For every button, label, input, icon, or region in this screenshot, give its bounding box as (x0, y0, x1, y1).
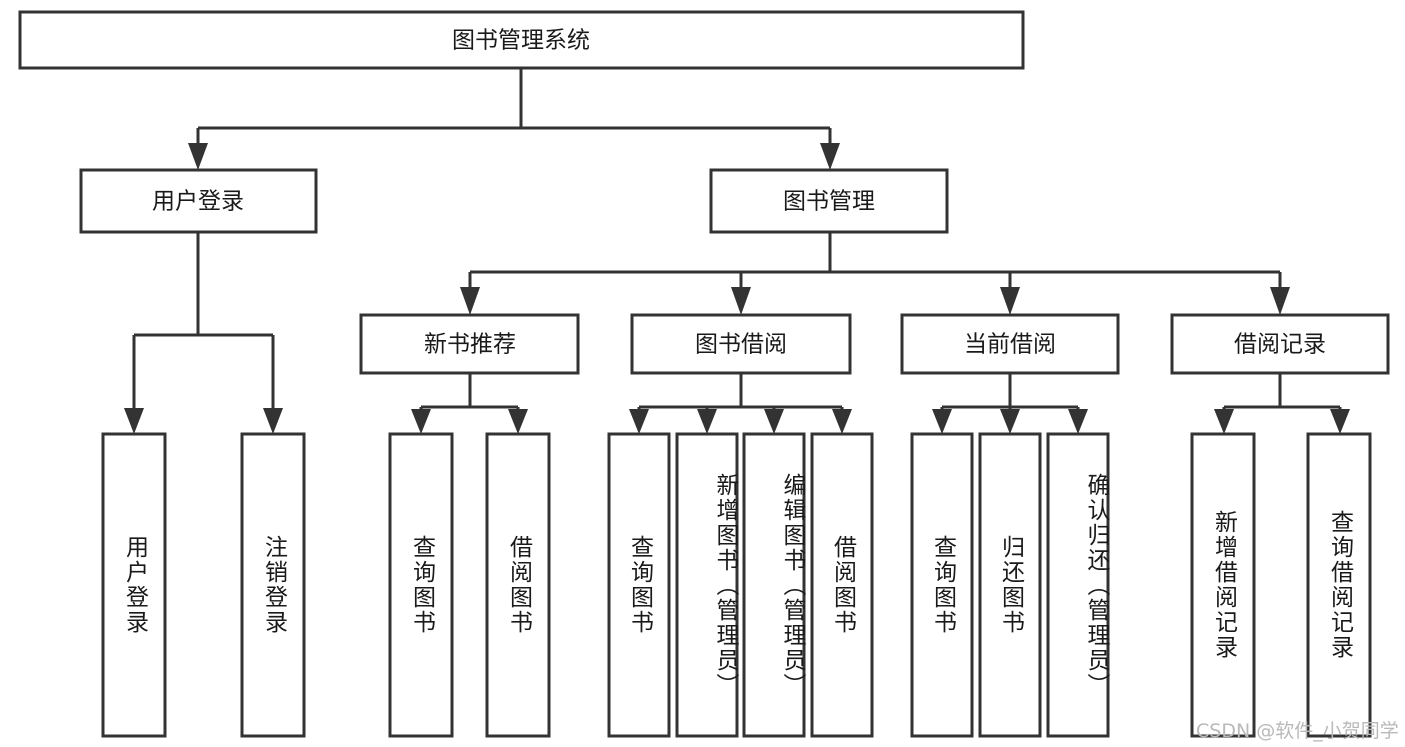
node-box-user-login[interactable] (79, 168, 318, 234)
arrow-head-icon (832, 409, 852, 434)
node-box-login-logout[interactable] (240, 432, 306, 738)
node-box-login-user[interactable] (101, 432, 167, 738)
node-box-current-confirm[interactable] (1046, 432, 1110, 738)
node-label-root: 图书管理系统 (452, 28, 590, 54)
arrow-head-icon (1330, 409, 1350, 434)
node-box-borrow-query[interactable] (607, 432, 671, 738)
arrow-head-icon (1214, 409, 1234, 434)
connector-group-bookmgmt (460, 232, 1290, 315)
node-box-current-return[interactable] (978, 432, 1042, 738)
arrow-head-icon (263, 408, 283, 434)
connector-group-record (1214, 373, 1350, 434)
node-label-book-management: 图书管理 (783, 189, 875, 215)
connector-group-borrow (629, 373, 852, 434)
arrow-head-icon (1068, 409, 1088, 434)
node-box-newbook-query[interactable] (388, 432, 454, 738)
node-box-borrow-lend[interactable] (810, 432, 874, 738)
node-box-book-borrow[interactable] (630, 313, 852, 375)
node-box-book-management[interactable] (709, 168, 949, 234)
arrow-head-icon (697, 409, 717, 434)
arrow-head-icon (188, 143, 208, 170)
node-box-borrow-record[interactable] (1170, 313, 1390, 375)
node-box-root[interactable] (18, 10, 1025, 70)
arrow-head-icon (932, 409, 952, 434)
arrow-head-icon (1000, 409, 1020, 434)
node-box-new-book-recommend[interactable] (359, 313, 580, 375)
node-box-record-add[interactable] (1190, 432, 1256, 738)
node-box-current-borrow[interactable] (900, 313, 1120, 375)
node-label-user-login: 用户登录 (152, 189, 244, 215)
node-label-book-borrow: 图书借阅 (695, 332, 787, 358)
arrow-head-icon (820, 143, 840, 170)
node-label-current-borrow: 当前借阅 (964, 332, 1056, 358)
connector-group-current (932, 373, 1088, 434)
arrow-head-icon (764, 409, 784, 434)
arrow-head-icon (508, 409, 528, 434)
node-box-borrow-add[interactable] (675, 432, 739, 738)
arrow-head-icon (460, 287, 480, 315)
node-label-borrow-record: 借阅记录 (1234, 332, 1326, 358)
node-box-record-query[interactable] (1306, 432, 1372, 738)
node-box-borrow-edit[interactable] (742, 432, 806, 738)
connector-group-login (124, 232, 283, 434)
arrow-head-icon (1270, 287, 1290, 315)
arrow-head-icon (731, 287, 751, 315)
arrow-head-icon (411, 409, 431, 434)
arrow-head-icon (124, 408, 144, 434)
node-label-new-book-recommend: 新书推荐 (424, 332, 516, 358)
connector-group-newbook (411, 373, 528, 434)
connector-group-root (188, 68, 840, 170)
node-box-newbook-borrow[interactable] (485, 432, 551, 738)
arrow-head-icon (629, 409, 649, 434)
node-box-current-query[interactable] (910, 432, 974, 738)
arrow-head-icon (1000, 287, 1020, 315)
